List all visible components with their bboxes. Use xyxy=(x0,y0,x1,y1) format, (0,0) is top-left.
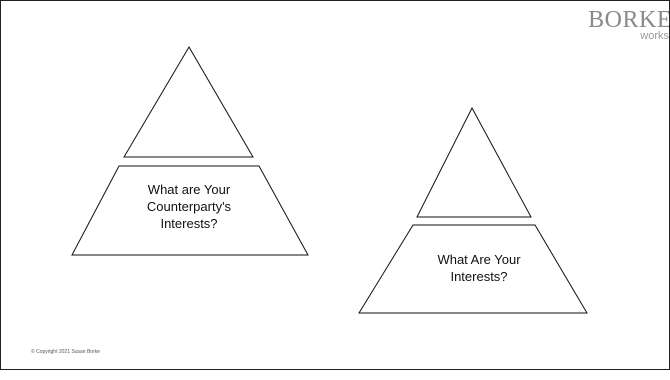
left-label-line-2: Counterparty's xyxy=(146,199,232,214)
logo-wordmark: BORKE xyxy=(588,7,670,33)
right-label-line-1: What Are Your xyxy=(437,252,521,267)
right-pyramid-top-triangle xyxy=(416,106,532,218)
borke-works-logo: BORKE works xyxy=(588,7,669,51)
logo-subtitle: works xyxy=(640,30,669,42)
left-label-line-3: Interests? xyxy=(160,216,218,231)
right-label-line-2: Interests? xyxy=(450,269,508,284)
left-label-line-1: What are Your xyxy=(147,182,231,197)
slide: BORKE works What are Your Counterparty's… xyxy=(0,0,670,370)
left-pyramid-top-triangle xyxy=(123,46,254,158)
right-pyramid-label: What Are Your Interests? xyxy=(391,251,567,285)
copyright-footer: © Copyright 2021 Susan Borke xyxy=(31,349,101,355)
right-pyramid-base-trapezoid xyxy=(358,224,588,314)
left-pyramid-base-trapezoid xyxy=(71,165,309,256)
left-pyramid-label: What are Your Counterparty's Interests? xyxy=(101,181,277,232)
pyramids-diagram xyxy=(71,46,588,314)
